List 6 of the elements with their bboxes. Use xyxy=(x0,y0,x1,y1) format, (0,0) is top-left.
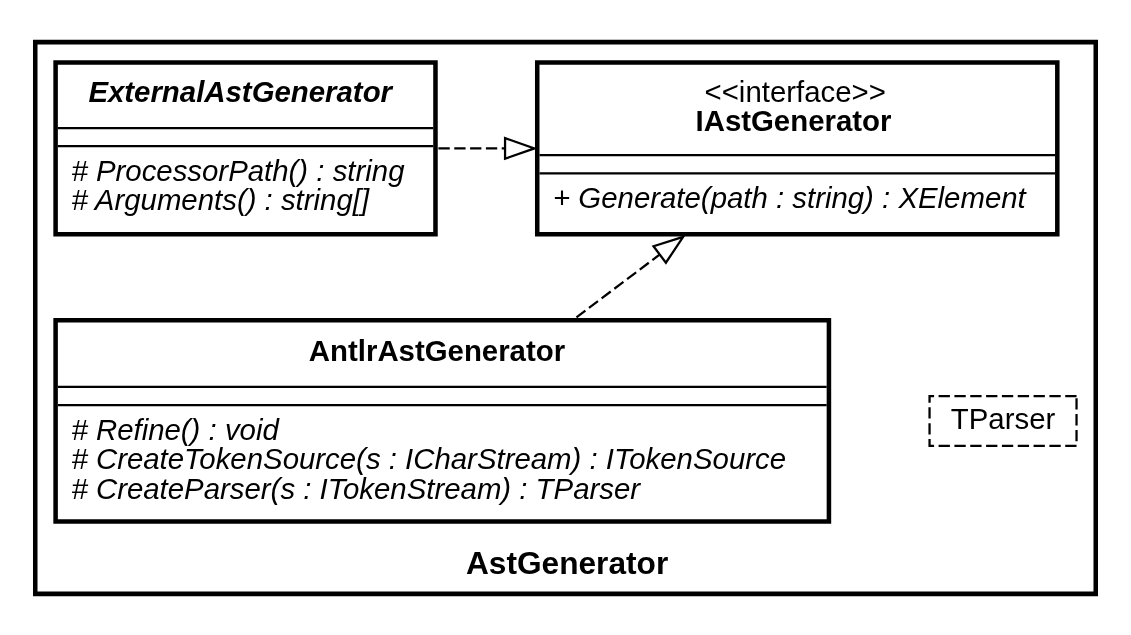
node-box: ExternalAstGenerator # ProcessorPath() : string # Arguments() : string[] xyxy=(53,59,438,237)
node-box: TParser xyxy=(928,394,1078,447)
node-box: <<interface>> IAstGenerator + Generate(path : string) : XElement xyxy=(535,59,1060,237)
node-box: AntlrAstGenerator # Refine() : void # CreateTokenSource(s : ICharStream) : ITokenSource # CreateParser(s : ITokenStream) : TParser xyxy=(53,317,832,524)
arrow xyxy=(438,136,538,160)
arrow xyxy=(575,234,686,318)
